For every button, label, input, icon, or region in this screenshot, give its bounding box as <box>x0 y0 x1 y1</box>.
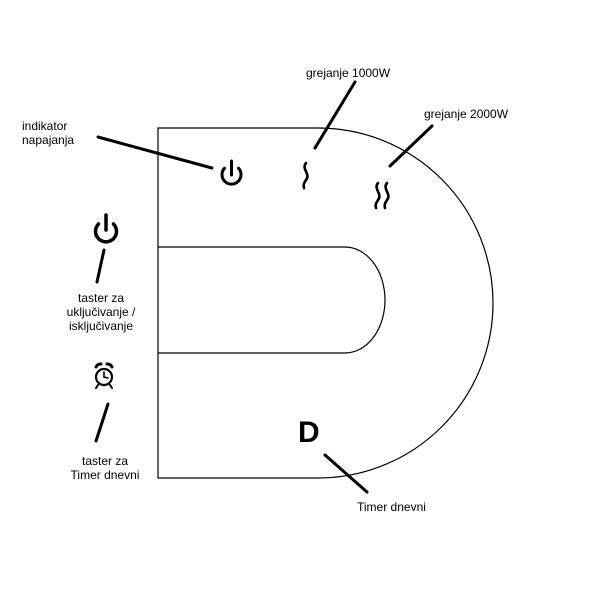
leader-taster-power <box>95 248 106 284</box>
leader-timer-dnevni <box>323 453 369 494</box>
label-line: taster za <box>81 454 129 468</box>
label-indikator-napajanja: indikator napajanja <box>22 119 74 147</box>
timer-button-icon[interactable] <box>94 362 114 389</box>
label-line: isključivanje <box>68 319 134 333</box>
heating-1000w-icon <box>302 161 309 190</box>
leader-grejanje-2000 <box>388 124 434 168</box>
label-grejanje-1000w: grejanje 1000W <box>306 66 391 80</box>
heating-2000w-icon <box>374 181 390 210</box>
label-line: uključivanje / <box>66 305 136 319</box>
label-timer-dnevni: Timer dnevni <box>357 500 426 514</box>
leader-taster-timer <box>94 402 110 443</box>
leader-grejanje-1000 <box>313 80 357 150</box>
label-line: indikator <box>22 119 68 133</box>
label-grejanje-2000w: grejanje 2000W <box>424 107 509 121</box>
panel-slot <box>158 246 386 354</box>
label-taster-timer: taster za Timer dnevni <box>50 454 160 482</box>
label-line: taster za <box>77 291 125 305</box>
label-taster-power: taster za uključivanje / isključivanje <box>46 291 156 333</box>
power-indicator-icon <box>220 159 243 186</box>
label-line: napajanja <box>22 133 75 147</box>
d-timer-letter: D <box>298 416 320 449</box>
leader-lines <box>94 80 434 494</box>
leader-indikator <box>96 135 214 170</box>
panel-outline <box>157 127 494 479</box>
power-button-icon[interactable] <box>93 213 119 244</box>
label-line: Timer dnevni <box>70 468 140 482</box>
